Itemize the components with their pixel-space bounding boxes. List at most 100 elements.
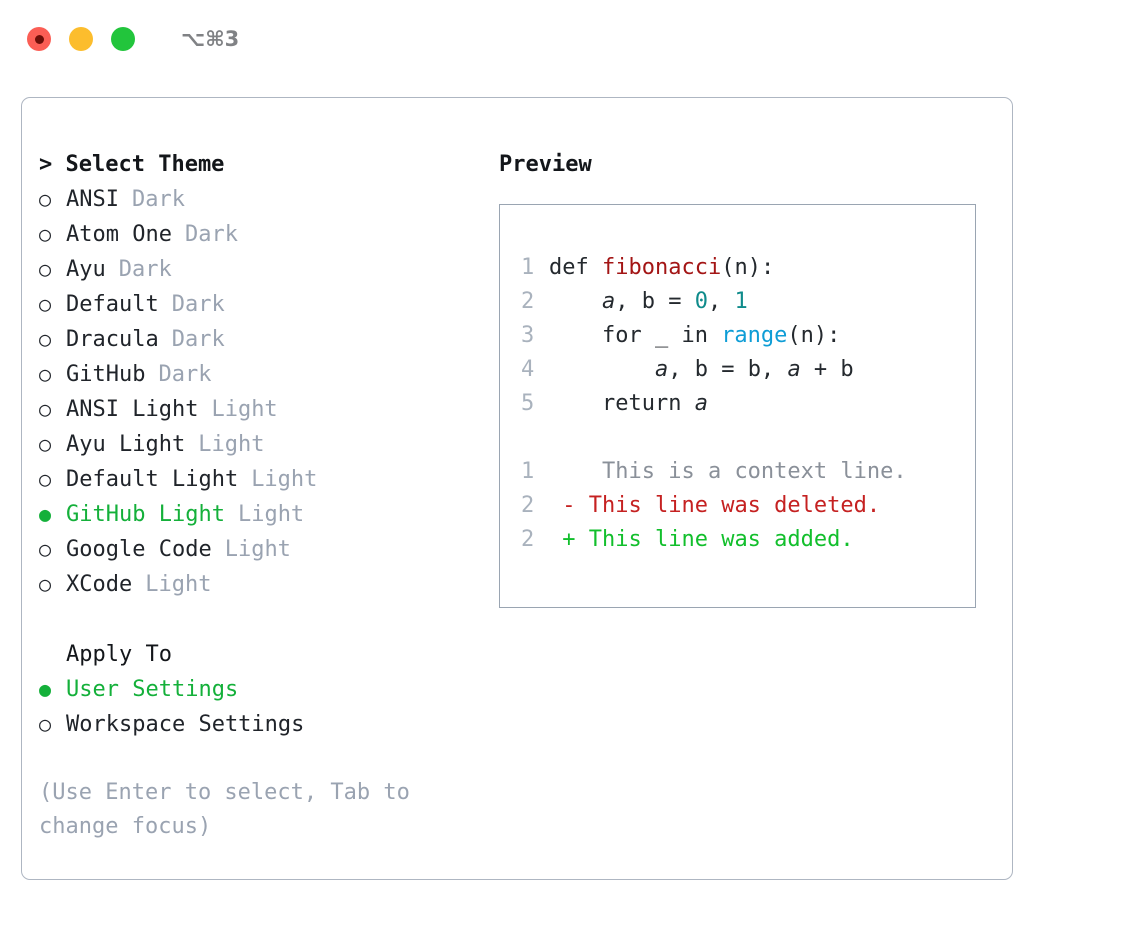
- record-dot-icon: [34, 34, 44, 44]
- diff-text: This line was deleted.: [575, 493, 881, 518]
- token-plain: + b: [800, 357, 854, 382]
- diff-text: This is a context line.: [575, 459, 907, 484]
- token-plain: , b =: [615, 289, 695, 314]
- radio-unselected-icon: ○: [39, 572, 52, 596]
- theme-variant-tag: Light: [145, 572, 212, 597]
- apply-to-option-label: Workspace Settings: [66, 712, 305, 737]
- apply-to-heading: Apply To: [66, 642, 172, 667]
- token-num: 0: [694, 289, 708, 314]
- theme-option-label: Ayu Light: [66, 432, 186, 457]
- token-plain: , b = b,: [668, 357, 788, 382]
- radio-selected-icon: ●: [39, 677, 52, 701]
- radio-unselected-icon: ○: [39, 222, 52, 246]
- theme-option-label: Atom One: [66, 222, 172, 247]
- token-plain: (n):: [787, 323, 841, 348]
- token-num: 1: [734, 289, 748, 314]
- token-plain: def: [549, 255, 602, 280]
- apply-to-list[interactable]: ● User Settings ○Workspace Settings: [39, 672, 499, 742]
- theme-variant-tag: Light: [198, 432, 265, 457]
- token-plain: [549, 357, 655, 382]
- diff-marker: -: [549, 493, 576, 518]
- radio-unselected-icon: ○: [39, 292, 52, 316]
- theme-option-label: ANSI: [66, 187, 119, 212]
- theme-variant-tag: Dark: [171, 327, 225, 352]
- traffic-lights: [27, 27, 135, 51]
- apply-to-option-workspace-settings[interactable]: ○Workspace Settings: [39, 707, 499, 742]
- theme-option-dracula[interactable]: ○ Dracula Dark: [39, 322, 499, 357]
- diff-sample: 1 This is a context line.2 - This line w…: [521, 455, 975, 557]
- theme-variant-tag: Light: [237, 502, 305, 527]
- minimize-button-icon[interactable]: [69, 27, 93, 51]
- diff-line-context: 1 This is a context line.: [521, 455, 975, 489]
- theme-variant-tag: Light: [224, 537, 291, 562]
- close-button-icon[interactable]: [27, 27, 51, 51]
- theme-variant-tag: Dark: [171, 292, 225, 317]
- radio-selected-icon: ●: [39, 502, 52, 526]
- diff-text: This line was added.: [575, 527, 854, 552]
- theme-variant-tag: Dark: [158, 362, 212, 387]
- line-number: 3: [521, 323, 535, 348]
- code-text: a, b = b, a + b: [549, 353, 854, 387]
- code-text: for _ in range(n):: [549, 319, 840, 353]
- theme-option-label: Dracula: [66, 327, 159, 352]
- radio-unselected-icon: ○: [39, 397, 52, 421]
- theme-variant-tag: Light: [211, 397, 278, 422]
- code-line: 3 for _ in range(n):: [521, 319, 975, 353]
- radio-unselected-icon: ○: [39, 327, 52, 351]
- line-number: 1: [521, 255, 535, 280]
- apply-to-option-user-settings[interactable]: ● User Settings: [39, 672, 499, 707]
- apply-to-option-label: User Settings: [66, 677, 239, 702]
- diff-marker: +: [549, 527, 576, 552]
- theme-variant-tag: Light: [251, 467, 318, 492]
- page-title: > Select Theme: [39, 152, 225, 177]
- radio-unselected-icon: ○: [39, 187, 52, 211]
- token-plain: for _ in: [549, 323, 722, 348]
- spacer: [521, 421, 975, 455]
- line-number: 5: [521, 391, 535, 416]
- line-number: 4: [521, 357, 535, 382]
- token-plain: return: [549, 391, 695, 416]
- token-var: a: [654, 357, 669, 382]
- token-var: a: [787, 357, 801, 382]
- line-number: 1: [521, 459, 535, 484]
- code-text: return a: [549, 387, 708, 421]
- radio-unselected-icon: ○: [39, 467, 52, 491]
- theme-option-default[interactable]: ○ Default Dark: [39, 287, 499, 322]
- maximize-button-icon[interactable]: [111, 27, 135, 51]
- theme-option-xcode[interactable]: ○ XCode Light: [39, 567, 499, 602]
- radio-unselected-icon: ○: [39, 432, 52, 456]
- apply-to-section: Apply To ● User Settings ○Workspace Settin…: [39, 638, 499, 742]
- code-text: a, b = 0, 1: [549, 285, 748, 319]
- theme-option-atom-one[interactable]: ○ Atom One Dark: [39, 217, 499, 252]
- theme-option-ayu-light[interactable]: ○ Ayu Light Light: [39, 427, 499, 462]
- theme-option-default-light[interactable]: ○ Default Light Light: [39, 462, 499, 497]
- token-plain: [549, 289, 602, 314]
- theme-option-label: Default Light: [66, 467, 239, 492]
- code-line: 4 a, b = b, a + b: [521, 353, 975, 387]
- theme-option-label: GitHub: [66, 362, 146, 387]
- theme-variant-tag: Dark: [184, 222, 238, 247]
- theme-option-github[interactable]: ○ GitHub Dark: [39, 357, 499, 392]
- code-line: 2 a, b = 0, 1: [521, 285, 975, 319]
- token-var: a: [601, 289, 616, 314]
- radio-unselected-icon: ○: [39, 257, 52, 281]
- theme-option-label: Default: [66, 292, 159, 317]
- token-fn: fibonacci: [601, 255, 722, 280]
- theme-option-label: XCode: [66, 572, 133, 597]
- code-text: def fibonacci(n):: [549, 251, 774, 285]
- preview-title: Preview: [499, 152, 592, 177]
- diff-line-added: 2 + This line was added.: [521, 523, 975, 557]
- keyboard-hint: (Use Enter to select, Tab to change focu…: [39, 780, 424, 839]
- radio-unselected-icon: ○: [39, 362, 52, 386]
